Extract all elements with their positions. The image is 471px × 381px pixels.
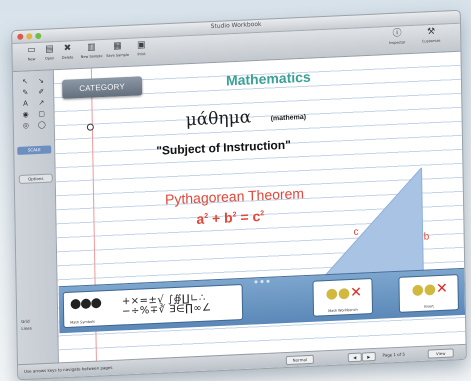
pythagorean-equation[interactable]: a2 + b2 = c2: [196, 208, 265, 227]
toolbar-new-sample-button[interactable]: ▥ New Sample: [78, 42, 104, 59]
customize-icon: ⚒: [426, 26, 436, 38]
line-tool-icon[interactable]: ↗: [38, 98, 45, 108]
tool-sidebar: ↖ ↘ ✎ ✐ A ↗ ◉ ▢ ◎ ◯ SCALE Options Grid L…: [12, 70, 60, 380]
save-sample-icon: ▦: [113, 41, 122, 52]
category-header[interactable]: CATEGORY: [62, 76, 143, 99]
math-symbols-palette[interactable]: ●●● +×=±√ ∫∯∐∟∴ −÷%∓∛ ∃∈∏∞∠ Math Symbols: [62, 283, 244, 329]
view-dropdown[interactable]: View: [427, 348, 454, 359]
insert-widget[interactable]: ●●✕ Insert: [398, 274, 459, 313]
subject-text[interactable]: "Subject of Instruction": [156, 137, 291, 158]
toolbar-customize-button[interactable]: ⚒ Customize: [418, 27, 444, 44]
move-tool-icon[interactable]: ↘: [38, 76, 45, 85]
tool-palette: ↖ ↘ ✎ ✐ A ↗ ◉ ▢ ◎ ◯: [18, 77, 49, 130]
prev-page-button[interactable]: ◀: [347, 352, 362, 363]
panel-page-dots: [254, 279, 270, 284]
ellipse-tool-icon[interactable]: ◯: [37, 120, 46, 130]
toolbar-inspector-button[interactable]: ⓘ Inspector: [384, 28, 410, 45]
delete-icon: ✖: [63, 43, 72, 54]
insert-icon: ●●✕: [411, 280, 448, 299]
workbench-icon: ●●✕: [325, 284, 362, 303]
toolbar-save-sample-button[interactable]: ▦ Save Sample: [106, 41, 130, 58]
page-heading[interactable]: Mathematics: [225, 68, 311, 89]
app-window: Studio Workbook ▭ New ▤ Open ✖ Delete ▥ …: [11, 9, 467, 381]
sidebar-options: Grid Lines: [21, 318, 32, 332]
status-hint: Use arrows keys to navigate between page…: [24, 364, 113, 374]
print-icon: ▣: [137, 40, 146, 51]
zoom-dropdown[interactable]: Normal: [285, 354, 314, 366]
options-button[interactable]: Options: [18, 173, 53, 184]
toolbar-delete-button[interactable]: ✖ Delete: [54, 43, 80, 60]
pencil-tool-icon[interactable]: ✐: [38, 87, 45, 96]
toolbar-print-button[interactable]: ▣ Print: [128, 40, 154, 57]
inspector-icon: ⓘ: [392, 28, 402, 39]
circle-fill-tool-icon[interactable]: ◎: [22, 121, 29, 130]
math-workbench-label: Math Workbench: [328, 307, 358, 314]
triangle-label-b: b: [423, 231, 430, 243]
math-workbench-widget[interactable]: ●●✕ Math Workbench: [312, 278, 374, 317]
math-balls-icon: ●●●: [69, 295, 102, 312]
new-sample-icon: ▥: [87, 42, 96, 53]
text-tool-icon[interactable]: A: [22, 99, 28, 108]
select-tool-icon[interactable]: ↖: [22, 77, 29, 86]
greek-transliteration[interactable]: (mathema): [270, 113, 307, 123]
scale-selector[interactable]: SCALE: [17, 145, 52, 156]
fill-tool-icon[interactable]: ◉: [22, 110, 29, 119]
next-page-button[interactable]: ▶: [361, 351, 376, 362]
triangle-label-c: c: [353, 226, 359, 238]
pen-tool-icon[interactable]: ✎: [22, 88, 29, 97]
theorem-title[interactable]: Pythagorean Theorem: [164, 185, 305, 208]
page-indicator: Page 1 of 5: [382, 351, 406, 358]
rectangle-tool-icon[interactable]: ▢: [38, 109, 46, 119]
insert-label: Insert: [423, 304, 434, 309]
lines-option[interactable]: Lines: [21, 325, 32, 332]
greek-word[interactable]: μάθημα: [185, 107, 252, 131]
